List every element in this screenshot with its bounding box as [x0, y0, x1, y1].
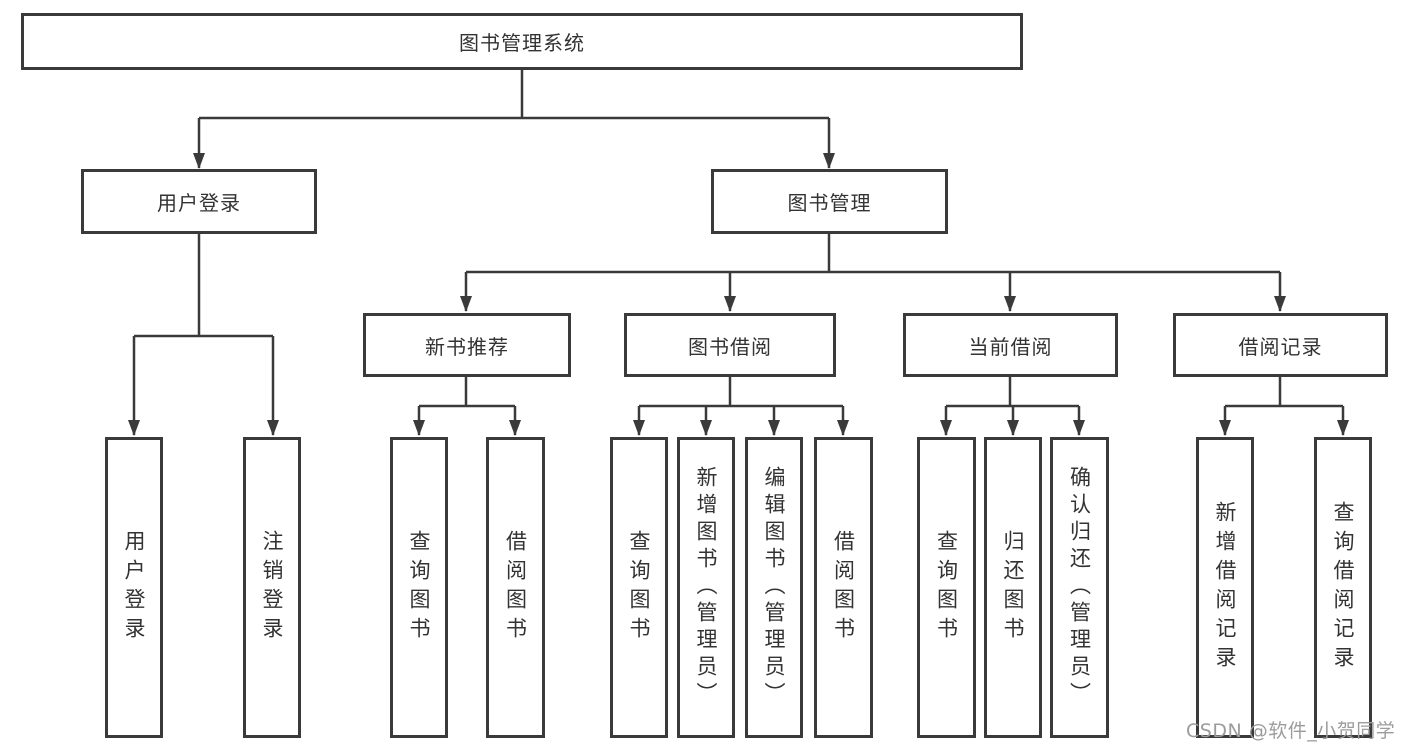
node-bb-query-books: 查询图书 — [610, 437, 668, 738]
node-nb-borrow-books: 借阅图书 — [486, 437, 545, 738]
node-bb-edit-books-admin: 编辑图书（管理员） — [745, 437, 803, 738]
node-label: 确认归还（管理员） — [1067, 466, 1092, 709]
node-book-borrow: 图书借阅 — [624, 313, 836, 377]
node-logout: 注销登录 — [243, 437, 301, 738]
node-label: 新增借阅记录 — [1213, 500, 1238, 675]
node-root: 图书管理系统 — [21, 13, 1023, 70]
node-bb-add-books-admin: 新增图书（管理员） — [677, 437, 735, 738]
node-label: 归还图书 — [1001, 529, 1026, 646]
node-br-query-record: 查询借阅记录 — [1314, 437, 1372, 738]
node-label: 查询借阅记录 — [1331, 500, 1356, 675]
node-label: 借阅图书 — [503, 529, 528, 646]
node-bb-borrow-books: 借阅图书 — [814, 437, 873, 738]
node-current-borrow: 当前借阅 — [903, 313, 1118, 377]
node-new-book-recommend: 新书推荐 — [363, 313, 571, 377]
node-borrow-records: 借阅记录 — [1173, 313, 1388, 377]
node-label: 查询图书 — [627, 529, 652, 646]
node-cb-return-books: 归还图书 — [984, 437, 1042, 738]
csdn-watermark: CSDN @软件_小贺同学 — [1186, 720, 1396, 742]
node-label: 用户登录 — [122, 529, 147, 646]
node-cb-query-books: 查询图书 — [917, 437, 976, 738]
node-user-login-branch: 用户登录 — [81, 169, 317, 234]
node-user-login: 用户登录 — [105, 437, 163, 738]
node-label: 借阅图书 — [831, 529, 856, 646]
node-label: 编辑图书（管理员） — [762, 466, 787, 709]
node-label: 查询图书 — [934, 529, 959, 646]
node-book-management: 图书管理 — [711, 169, 948, 234]
node-label: 查询图书 — [407, 529, 432, 646]
node-cb-confirm-return-admin: 确认归还（管理员） — [1050, 437, 1109, 738]
node-nb-query-books: 查询图书 — [390, 437, 448, 738]
node-br-add-record: 新增借阅记录 — [1196, 437, 1254, 738]
node-label: 注销登录 — [260, 529, 285, 646]
node-label: 新增图书（管理员） — [694, 466, 719, 709]
